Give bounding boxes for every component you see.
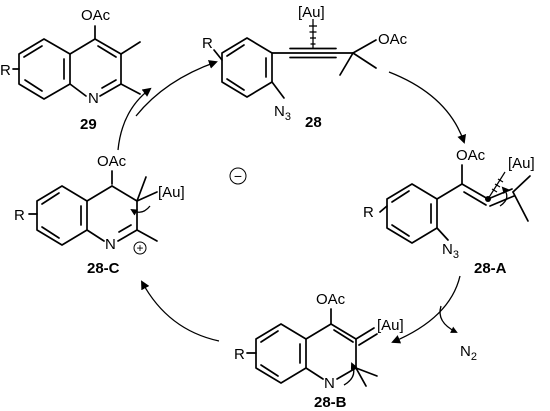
compound-28-C-n-label: N: [105, 236, 116, 253]
compound-28-C-au-label: [Au]: [158, 184, 185, 201]
arrow-nitrogen-release: [439, 305, 458, 333]
compound-28-A-allene-dot: [485, 196, 491, 202]
compound-28-id-label: 28: [305, 114, 322, 131]
compound-28-C-positive-charge-circle: [133, 241, 147, 255]
cycle-arrows: [117, 60, 467, 344]
byproduct-nitrogen-n: N: [460, 343, 471, 360]
compound-28-r-label: R: [202, 35, 213, 52]
compound-28-B-au-label: [Au]: [377, 317, 404, 334]
compound-28-au-hashed-bond: [309, 19, 317, 48]
compound-28-C-positive-charge: +: [136, 241, 143, 255]
compound-28-A-au-hashed-bond: [487, 171, 506, 200]
compound-29: OAc R N 29: [0, 7, 141, 133]
arrow-28-A-to-28-B: [391, 275, 461, 344]
compound-28-A-r-label: R: [363, 204, 374, 221]
compound-29-id-label: 29: [80, 116, 97, 133]
compound-28-bonds: [213, 37, 377, 99]
arrow-28-to-28-A: [388, 71, 467, 144]
compound-28-B: OAc [Au] R N 28-B: [234, 291, 404, 411]
arrow-28-C-to-29: [117, 87, 152, 151]
compound-28-azide-label: N3: [274, 103, 291, 123]
arrow-28-B-to-28-C: [141, 280, 220, 342]
compound-28-B-r-label: R: [234, 346, 245, 363]
compound-28-A-oac-label: OAc: [456, 147, 486, 164]
compound-28-C-negative-charge: −: [234, 168, 242, 184]
compound-28-oac-label: OAc: [378, 31, 408, 48]
compound-28-C-r-label: R: [14, 207, 25, 224]
compound-28-B-id-label: 28-B: [314, 394, 347, 411]
compound-28-C-negative-charge-circle: [229, 167, 247, 185]
byproduct-nitrogen-subscript: 2: [471, 351, 477, 363]
compound-28-C-electron-arrow: [130, 205, 151, 216]
compound-28-A-azide-n: N: [442, 241, 453, 258]
compound-28-C-oac-label: OAc: [97, 153, 127, 170]
compound-28-A-azide-label: N3: [442, 241, 459, 261]
byproduct-nitrogen-label: N2: [460, 343, 477, 363]
compound-29-bonds: [12, 25, 141, 100]
compound-28: [Au] OAc R N3 28: [202, 4, 408, 131]
compound-29-n-label: N: [88, 90, 99, 107]
compound-28-A-id-label: 28-A: [474, 260, 507, 277]
compound-28-A-au-label: [Au]: [508, 155, 535, 172]
compound-28-azide-n: N: [274, 103, 285, 120]
compound-29-r-label: R: [0, 62, 11, 79]
compound-28-C-bonds: [28, 170, 158, 246]
compound-28-C: + − OAc [Au] R N 28-C: [14, 153, 247, 277]
compound-28-au-label: [Au]: [298, 4, 325, 21]
compound-28-A: OAc [Au] R N3 28-A: [363, 147, 535, 277]
arrow-29-to-28: [135, 60, 218, 117]
compound-28-B-electron-arrow: [343, 362, 358, 386]
compound-29-oac-label: OAc: [81, 7, 111, 24]
compound-28-B-oac-label: OAc: [316, 291, 346, 308]
compound-28-A-azide-subscript: 3: [453, 249, 459, 261]
compound-28-A-electron-arrow: [499, 186, 509, 207]
compound-28-azide-subscript: 3: [285, 111, 291, 123]
compound-28-A-bonds: [379, 164, 531, 244]
compound-28-C-id-label: 28-C: [87, 260, 120, 277]
compound-28-B-bonds: [246, 308, 378, 387]
compound-28-B-n-label: N: [324, 375, 335, 392]
